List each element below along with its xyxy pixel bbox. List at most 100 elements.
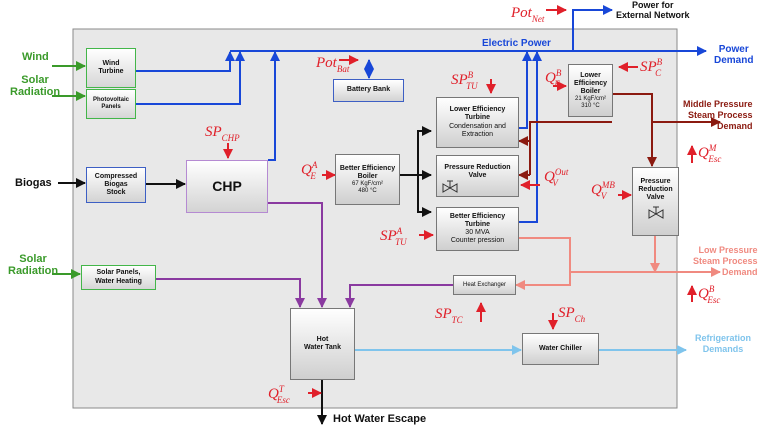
power-demand-label: Power Demand bbox=[714, 44, 754, 66]
symbol-q-v-mb: QMBV bbox=[591, 180, 615, 201]
better-boiler-title: Better Efficiency Boiler bbox=[339, 164, 396, 180]
symbol-q-esc-m: QMEsc bbox=[698, 143, 722, 164]
better-turbine-spec: 30 MVA Counter pression bbox=[450, 229, 505, 245]
symbol-q-esc-m-sub: Esc bbox=[708, 154, 722, 164]
symbol-q-e-b-base: Q bbox=[545, 70, 556, 86]
symbol-sp-ch: SPCh bbox=[558, 305, 586, 324]
lower-turbine-title: Lower Efficiency Turbine bbox=[449, 106, 506, 122]
water-chiller-box: Water Chiller bbox=[522, 333, 599, 365]
symbol-q-v-out-base: Q bbox=[544, 169, 555, 185]
heat-exchanger-to-tank bbox=[345, 284, 453, 308]
symbol-q-v-mb-sub: V bbox=[600, 191, 607, 201]
better-efficiency-boiler-box: Better Efficiency Boiler 67 KgF/cm² 480 … bbox=[335, 154, 400, 205]
pv-to-bus bbox=[136, 51, 245, 105]
symbol-q-esc-t-base: Q bbox=[268, 386, 279, 402]
symbol-q-e-a-sub: E bbox=[310, 171, 316, 181]
symbol-sp-chp-base: SP bbox=[205, 124, 222, 140]
symbol-pot-net-base: Pot bbox=[511, 5, 532, 21]
symbol-q-v-out-sub: V bbox=[552, 178, 558, 188]
refrigeration-demands-label: Refrigeration Demands bbox=[695, 333, 752, 354]
chp-to-bus bbox=[268, 51, 280, 161]
battery-bank-box: Battery Bank bbox=[333, 79, 404, 102]
lp-steam-line bbox=[519, 237, 721, 277]
symbol-sp-ch-sub: Ch bbox=[574, 314, 586, 324]
electric-power-label: Electric Power bbox=[482, 38, 551, 49]
pressure-reduction-valve-2-label: Pressure Reduction Valve bbox=[638, 178, 673, 202]
symbol-q-e-b-sub: E bbox=[554, 79, 560, 89]
symbol-sp-tu-a-sup: A bbox=[396, 226, 403, 236]
lp-to-heat-exchanger bbox=[515, 272, 571, 290]
solar-water-to-tank bbox=[156, 278, 305, 308]
pressure-reduction-valve-2-box: Pressure Reduction Valve bbox=[632, 167, 679, 236]
heat-exchanger-label: Heat Exchanger bbox=[462, 281, 507, 288]
symbol-sp-tu-b-sub: TU bbox=[466, 81, 478, 91]
photovoltaic-panels-box: Photovoltaic Panels bbox=[86, 89, 136, 119]
symbol-sp-chp: SPCHP bbox=[205, 124, 240, 143]
symbol-q-esc-t: QTEsc bbox=[268, 384, 290, 405]
symbol-q-esc-b: QBEsc bbox=[698, 284, 721, 305]
better-turbine-to-bus bbox=[519, 51, 542, 223]
symbol-q-esc-b-sub: Esc bbox=[707, 295, 721, 305]
wind-turbine-label: Wind Turbine bbox=[98, 59, 124, 75]
symbol-sp-tc: SPTC bbox=[435, 306, 463, 325]
lower-efficiency-boiler-box: Lower Efficiency Boiler 21 KgF/cm² 310 °… bbox=[568, 64, 613, 117]
solar-radiation-bottom-label: Solar Radiation bbox=[8, 253, 59, 277]
lower-efficiency-turbine-box: Lower Efficiency Turbine Condensation an… bbox=[436, 97, 519, 148]
symbol-sp-c-b-sub: C bbox=[655, 68, 662, 78]
lower-boiler-spec: 21 KgF/cm² 310 °C bbox=[574, 95, 606, 109]
symbol-pot-bat-sub: Bat bbox=[336, 64, 350, 74]
better-boiler-spec: 67 KgF/cm² 480 °C bbox=[351, 180, 383, 194]
solar-panels-water-heating-box: Solar Panels, Water Heating bbox=[81, 265, 156, 290]
symbol-sp-tu-b-base: SP bbox=[451, 72, 468, 88]
symbol-q-esc-b-base: Q bbox=[698, 286, 709, 302]
symbol-pot-net: PotNet bbox=[511, 5, 545, 24]
chp-label: CHP bbox=[212, 178, 242, 195]
symbol-q-v-out: QOutV bbox=[544, 167, 568, 188]
symbol-sp-tu-a-base: SP bbox=[380, 228, 397, 244]
symbol-pot-net-sub: Net bbox=[531, 14, 545, 24]
hot-water-tank-label: Hot Water Tank bbox=[304, 335, 341, 351]
symbol-q-esc-m-base: Q bbox=[698, 145, 709, 161]
solar-panels-water-label: Solar Panels, Water Heating bbox=[95, 269, 142, 285]
symbol-sp-chp-sub: CHP bbox=[221, 133, 240, 143]
lower-turbine-spec: Condensation and Extraction bbox=[449, 122, 506, 138]
lower-turbine-to-bus bbox=[519, 51, 532, 129]
symbol-sp-tc-base: SP bbox=[435, 306, 452, 322]
symbol-q-e-a-base: Q bbox=[301, 162, 312, 178]
pressure-reduction-valve-label: Pressure Reduction Valve bbox=[444, 164, 511, 180]
biogas-label: Biogas bbox=[15, 177, 52, 189]
symbol-sp-tc-sub: TC bbox=[451, 315, 463, 325]
compressed-biogas-label: Compressed Biogas Stock bbox=[94, 172, 138, 197]
symbol-q-esc-t-sub: Esc bbox=[276, 395, 290, 405]
symbol-q-esc-b-sup: B bbox=[708, 284, 715, 294]
boiler-to-lower-turbine bbox=[417, 126, 432, 175]
symbol-q-e-a: QAE bbox=[301, 160, 317, 181]
battery-bank-label: Battery Bank bbox=[346, 86, 391, 94]
symbol-sp-ch-base: SP bbox=[558, 305, 575, 321]
symbol-q-esc-m-sup: M bbox=[708, 143, 717, 153]
symbol-sp-tu-b-sup: B bbox=[467, 70, 474, 80]
symbol-q-v-mb-sup: MB bbox=[601, 180, 615, 190]
compressed-biogas-box: Compressed Biogas Stock bbox=[86, 167, 146, 203]
low-pressure-demand-label: Low Pressure Steam Process Demand bbox=[693, 245, 758, 277]
symbol-pot-bat-base: Pot bbox=[316, 55, 337, 71]
symbol-q-v-mb-base: Q bbox=[591, 182, 602, 198]
symbol-q-e-b: QBE bbox=[545, 68, 561, 89]
valve-2-icon bbox=[648, 206, 663, 220]
water-chiller-label: Water Chiller bbox=[539, 344, 582, 352]
wind-label: Wind bbox=[22, 51, 49, 63]
mp-steam-line bbox=[613, 93, 721, 127]
lower-boiler-title: Lower Efficiency Boiler bbox=[573, 71, 608, 95]
pressure-reduction-valve-box: Pressure Reduction Valve bbox=[436, 155, 519, 197]
chp-to-tank bbox=[268, 202, 327, 308]
hot-water-escape-label: Hot Water Escape bbox=[333, 413, 427, 425]
symbol-sp-tu-a-sub: TU bbox=[395, 237, 407, 247]
boiler-to-better-turbine bbox=[417, 175, 432, 217]
bus-to-external bbox=[572, 5, 613, 51]
better-turbine-title: Better Efficiency Turbine bbox=[449, 212, 506, 228]
symbol-sp-c-b-sup: B bbox=[656, 57, 663, 67]
middle-pressure-demand-label: Middle Pressure Steam Process Demand bbox=[683, 99, 753, 131]
symbol-q-v-out-sup: Out bbox=[554, 167, 569, 177]
symbol-pot-bat: PotBat bbox=[316, 55, 350, 74]
